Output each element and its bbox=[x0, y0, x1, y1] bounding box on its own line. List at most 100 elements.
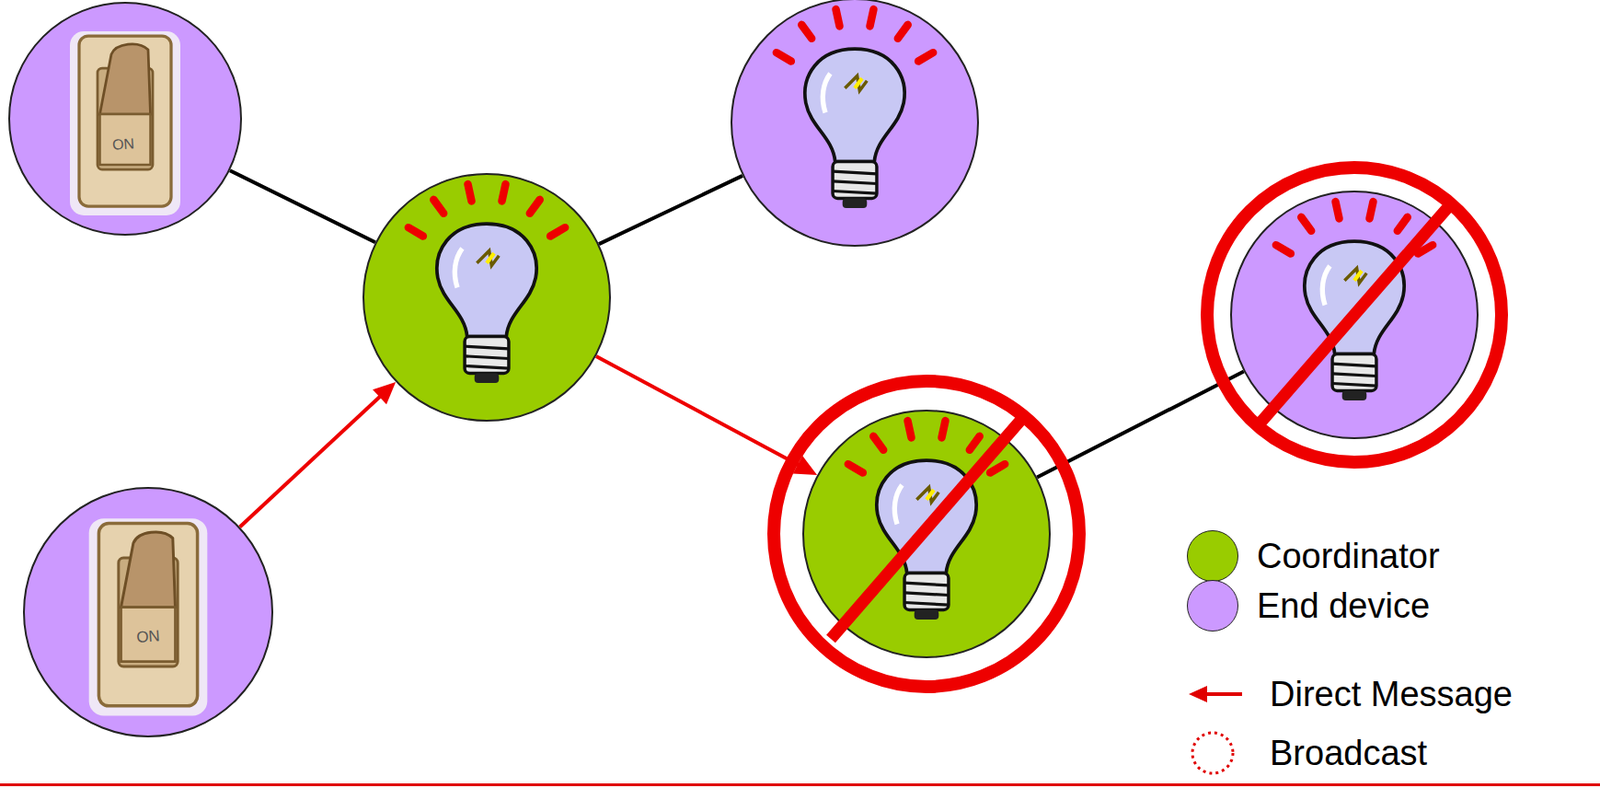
legend-arrow-line bbox=[1205, 691, 1243, 696]
arrow-head bbox=[372, 381, 396, 404]
switch-label: ON bbox=[111, 135, 135, 154]
legend-swatch bbox=[1186, 579, 1239, 632]
bulb-tip bbox=[474, 372, 500, 383]
bulb-icon bbox=[732, 0, 978, 245]
light-ray bbox=[550, 227, 565, 236]
switch-icon bbox=[10, 3, 241, 234]
light-ray bbox=[1369, 201, 1373, 219]
light-ray bbox=[501, 184, 506, 201]
bulb-filament-glow bbox=[926, 489, 934, 500]
light-ray bbox=[433, 199, 444, 214]
light-ray bbox=[1276, 244, 1291, 254]
bulb-thread bbox=[1332, 373, 1377, 377]
legend-text: Direct Message bbox=[1269, 674, 1513, 714]
bulb-thread bbox=[1332, 382, 1377, 386]
prohibited-ring bbox=[773, 380, 1080, 687]
bulb-filament bbox=[1344, 267, 1367, 283]
light-ray bbox=[836, 9, 841, 26]
link-line bbox=[230, 170, 376, 242]
connector-line bbox=[1036, 371, 1244, 478]
bulb-thread bbox=[832, 171, 877, 174]
bulb-thread bbox=[464, 365, 509, 369]
bulb-base bbox=[464, 336, 509, 374]
bulb-filament-glow bbox=[854, 78, 863, 89]
legend-text: End device bbox=[1256, 586, 1430, 626]
bulb-highlight bbox=[1322, 265, 1330, 306]
prohibited-sign bbox=[773, 380, 1080, 687]
legend-text: Coordinator bbox=[1256, 536, 1440, 576]
light-ray bbox=[801, 24, 812, 39]
light-ray bbox=[529, 199, 541, 214]
bulb-filament-glow bbox=[1354, 270, 1362, 281]
switch-glow bbox=[69, 31, 181, 216]
switch-label: ON bbox=[136, 626, 162, 647]
bulb-filament-glow bbox=[486, 253, 495, 264]
light-ray bbox=[897, 24, 909, 39]
bulb-glass bbox=[805, 48, 905, 162]
bulb-icon bbox=[1231, 192, 1477, 438]
switch-node: ON bbox=[8, 1, 242, 236]
bulb-node bbox=[802, 409, 1051, 658]
legend-broadcast-circle bbox=[1192, 732, 1233, 773]
bulb-filament bbox=[476, 250, 499, 265]
bulb-node bbox=[730, 0, 979, 247]
message-arrow bbox=[596, 356, 818, 475]
bulb-thread bbox=[832, 181, 877, 185]
switch-toggle-face bbox=[121, 607, 176, 662]
switch-plate bbox=[79, 35, 172, 207]
bulb-base bbox=[1332, 354, 1377, 392]
arrow-head bbox=[793, 455, 818, 475]
light-ray bbox=[1397, 217, 1408, 231]
light-ray bbox=[776, 52, 792, 61]
bulb-node bbox=[1230, 190, 1479, 439]
bulb-highlight bbox=[454, 248, 462, 288]
bulb-thread bbox=[904, 582, 949, 586]
bulb-thread bbox=[832, 190, 877, 194]
switch-glow bbox=[89, 517, 208, 715]
bulb-tip bbox=[1342, 390, 1368, 401]
connector-line bbox=[598, 175, 743, 244]
light-ray bbox=[848, 463, 864, 472]
bulb-icon bbox=[804, 411, 1049, 657]
prohibited-ring bbox=[1207, 167, 1502, 462]
legend-arrow-head bbox=[1188, 685, 1208, 703]
connector-line bbox=[240, 394, 383, 528]
bulb-base bbox=[904, 573, 949, 611]
bulb-icon bbox=[364, 174, 610, 420]
bulb-highlight bbox=[822, 73, 830, 114]
bulb-tip bbox=[842, 197, 868, 208]
bulb-filament bbox=[844, 75, 867, 91]
legend-swatch bbox=[1186, 529, 1239, 582]
bulb-node bbox=[362, 172, 611, 422]
light-ray bbox=[873, 436, 884, 450]
switch-toggle bbox=[121, 531, 176, 608]
light-ray bbox=[989, 463, 1005, 472]
light-ray bbox=[869, 9, 874, 26]
switch-node: ON bbox=[23, 486, 274, 737]
prohibited-sign bbox=[1207, 167, 1502, 462]
legend-text: Broadcast bbox=[1269, 733, 1428, 773]
light-ray bbox=[908, 420, 912, 438]
light-ray bbox=[408, 227, 424, 236]
light-ray bbox=[1417, 244, 1433, 254]
light-ray bbox=[468, 184, 472, 201]
bulb-thread bbox=[904, 601, 949, 605]
link-line bbox=[598, 175, 743, 244]
switch-plate bbox=[98, 523, 197, 706]
light-ray bbox=[969, 436, 980, 450]
bulb-glass bbox=[437, 223, 537, 336]
bulb-glass bbox=[876, 460, 977, 573]
connector-line bbox=[596, 356, 802, 467]
bulb-highlight bbox=[894, 484, 902, 525]
switch-toggle-face bbox=[100, 114, 151, 165]
bulb-thread bbox=[464, 356, 509, 359]
bulb-thread bbox=[904, 592, 949, 596]
link-line bbox=[1036, 371, 1244, 478]
light-ray bbox=[1335, 201, 1340, 219]
bulb-thread bbox=[1332, 363, 1377, 367]
light-ray bbox=[1300, 217, 1312, 231]
footer-rule bbox=[0, 782, 1600, 786]
light-ray bbox=[941, 420, 945, 438]
message-arrow bbox=[240, 381, 396, 528]
